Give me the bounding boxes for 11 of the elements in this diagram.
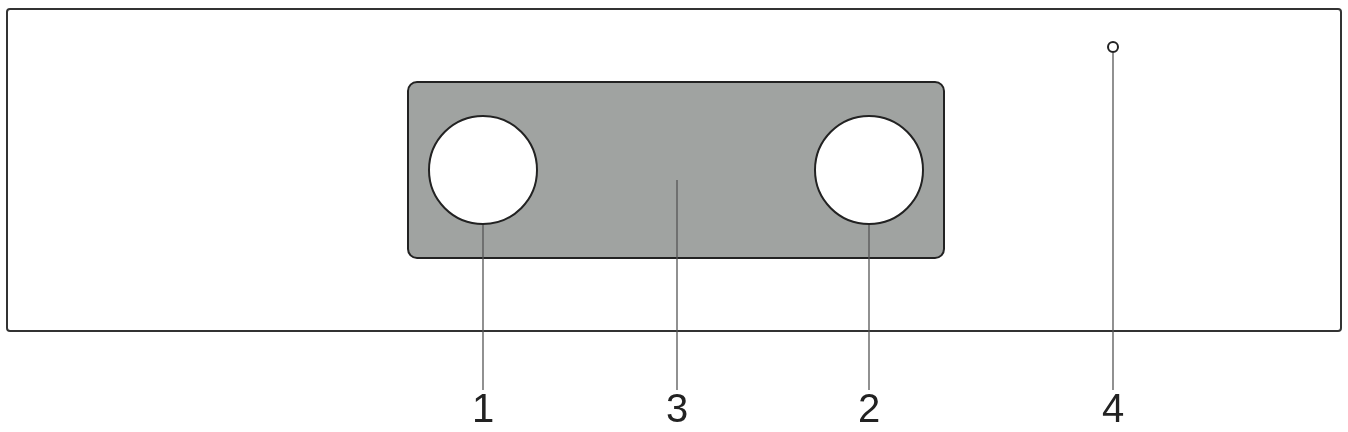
leader-line	[676, 179, 678, 391]
connector-plate	[407, 81, 945, 259]
callout-number: 4	[1096, 386, 1130, 430]
leader-line	[482, 224, 484, 391]
callout-number: 1	[466, 386, 500, 430]
leader-line	[868, 224, 870, 391]
callout-number: 2	[852, 386, 886, 430]
indicator-hole	[1107, 41, 1119, 53]
device-panel	[6, 8, 1342, 332]
callout-number: 3	[660, 386, 694, 430]
leader-line	[1112, 52, 1114, 391]
